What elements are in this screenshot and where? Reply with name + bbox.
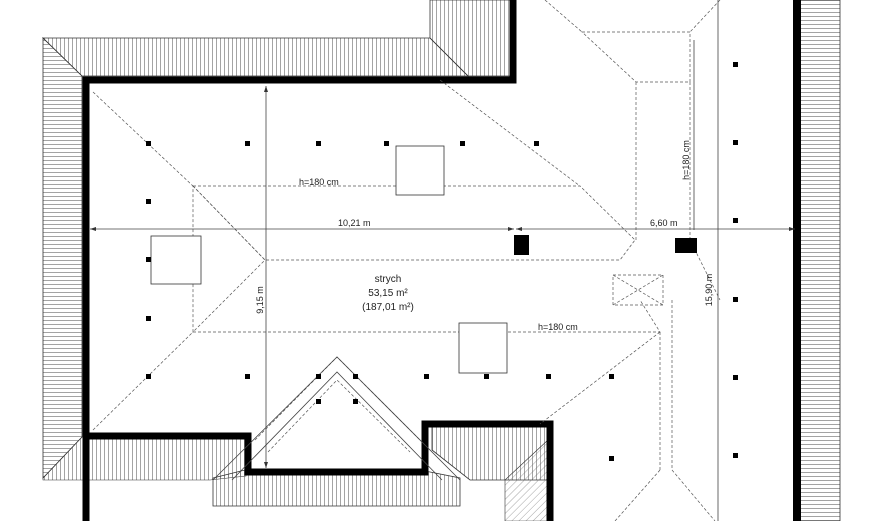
room-area-gross: (187,01 m²): [362, 302, 414, 313]
width-label-left: 10,21 m: [338, 218, 371, 228]
room-area-net: 53,15 m²: [368, 288, 408, 299]
roof-hatch: [612, 274, 664, 306]
room-name: strych: [375, 274, 402, 285]
roof-eaves: [42, 0, 841, 521]
columns: [146, 62, 738, 461]
dimension-lines: [90, 0, 795, 521]
skylight-center: [458, 322, 508, 374]
skylight-top: [395, 145, 445, 196]
height-label-middle: h=180 cm: [538, 322, 578, 332]
labels: h=180 cm 10,21 m 6,60 m 9,15 m 15,90 m h…: [255, 140, 714, 332]
height-label-top: h=180 cm: [299, 177, 339, 187]
roof-openings: [150, 145, 664, 374]
skylight-left: [150, 235, 202, 285]
depth-label-right: 15,90 m: [704, 274, 714, 307]
chimney-left: [514, 235, 529, 255]
width-label-right: 6,60 m: [650, 218, 678, 228]
depth-label-left: 9,15 m: [255, 286, 265, 314]
chimney-right: [675, 238, 697, 253]
height-label-right: h=180 cm: [681, 140, 691, 180]
bottom-gable: [212, 356, 461, 481]
outer-walls: [82, 0, 801, 521]
